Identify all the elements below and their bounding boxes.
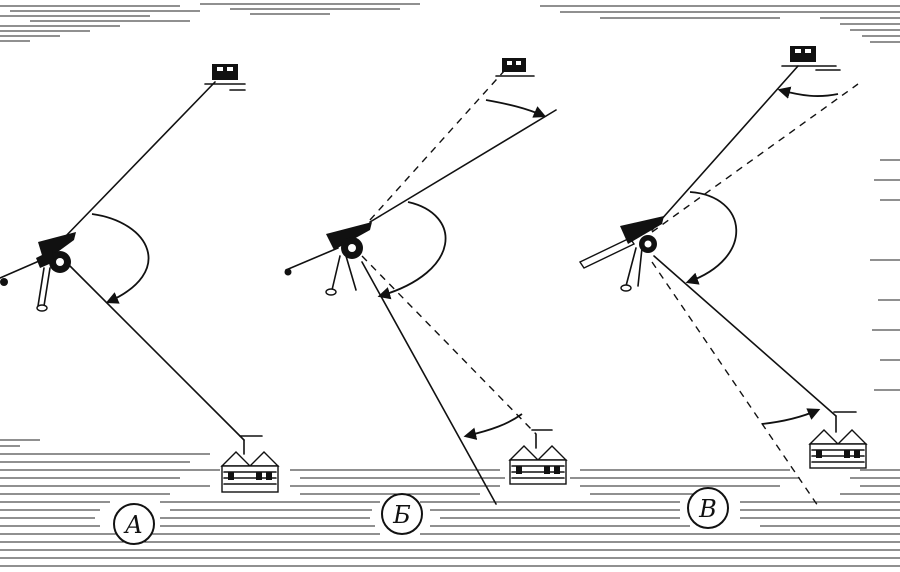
panel-b-label: Б (392, 501, 411, 529)
sight-line-to-ground (361, 261, 497, 505)
angle-arc (91, 213, 150, 304)
panel-b-label-circle (381, 493, 423, 535)
aiming-post-icon (495, 58, 535, 77)
angle-arc (685, 191, 738, 285)
sight-line-to-aiming-post (61, 81, 216, 241)
small-angle-arc-top (777, 86, 839, 99)
aiming-post-icon (781, 46, 841, 71)
dashed-sight-line-lower (651, 261, 819, 507)
panel-a: А (0, 64, 280, 545)
dashed-sight-line-to-aiming-post (369, 69, 506, 221)
house-icon (808, 411, 868, 469)
small-angle-arc-bottom (463, 413, 523, 440)
panel-a-label-circle (113, 503, 155, 545)
gun-icon (284, 222, 372, 296)
background-hatching (0, 3, 900, 567)
panel-c-label: В (698, 495, 717, 523)
gun-icon (578, 216, 664, 292)
gun-icon (0, 232, 76, 312)
sight-line-to-aiming-post (651, 65, 799, 231)
dashed-sight-line-upper (651, 83, 859, 233)
panel-b: Б (284, 58, 568, 535)
sight-line-to-house (653, 255, 837, 417)
house-icon (220, 435, 280, 493)
sight-line-rotated (369, 109, 557, 223)
aiming-post-icon (204, 64, 246, 91)
angle-arc (377, 201, 447, 300)
panel-a-label: А (123, 511, 143, 539)
sight-line-to-house (61, 257, 245, 441)
small-angle-arc-top (485, 99, 547, 118)
house-icon (508, 429, 568, 485)
panel-c: В (578, 46, 868, 529)
panel-c-label-circle (687, 487, 729, 529)
dashed-sight-line-to-house (361, 255, 537, 435)
small-angle-arc-bottom (761, 408, 821, 425)
